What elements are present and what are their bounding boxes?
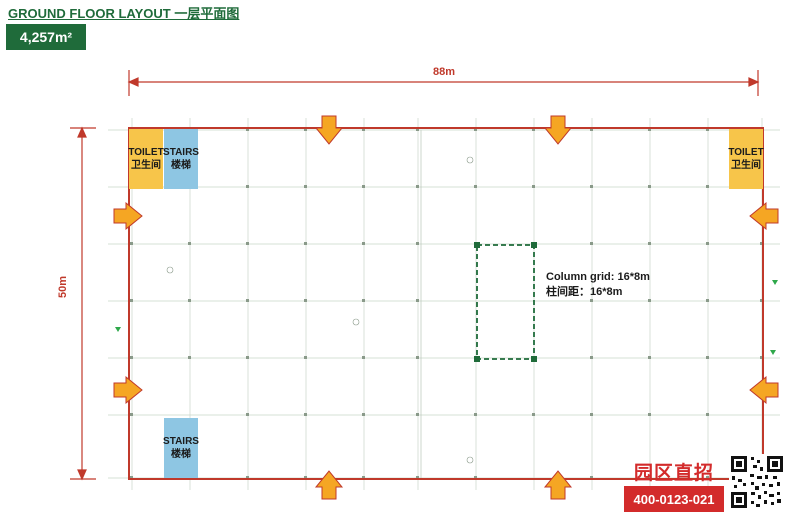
dimension-width-line [127,70,760,96]
entrance-arrow-icon [749,202,779,230]
entrance-arrow-icon [315,470,343,500]
width-dimension-label: 88m [433,66,456,78]
brand-name: 园区直招 [633,463,714,484]
brand-box: 园区直招 400-0123-021 [624,456,724,514]
height-dimension-label: 50m [57,275,69,298]
column-grid-highlight [474,242,537,362]
toilet-left: TOILET 卫生间 [128,129,164,189]
stairs-bottom-label-zh: 楼梯 [171,449,191,460]
toilet-left-label-en: TOILET [128,147,164,158]
column-dots [130,128,763,479]
column-grid-label-zh: 柱间距：16*8m [546,286,623,298]
area-badge: 4,257m² [6,24,86,50]
page-title: GROUND FLOOR LAYOUT 一层平面图 [8,6,240,21]
qr-code-icon [729,454,785,510]
toilet-right-label-en: TOILET [728,147,764,158]
green-markers [115,280,778,355]
toilet-right-label-zh: 卫生间 [731,160,761,171]
stairs-top: STAIRS 楼梯 [163,129,199,189]
entrance-arrow-icon [113,202,143,230]
entrance-arrow-icon [315,115,343,145]
stairs-bottom-label-en: STAIRS [163,436,199,447]
entrance-arrow-icon [544,470,572,500]
stairs-top-label-zh: 楼梯 [171,160,191,171]
toilet-right: TOILET 卫生间 [728,129,764,189]
entrance-arrow-icon [544,115,572,145]
stairs-top-label-en: STAIRS [163,147,199,158]
toilet-left-label-zh: 卫生间 [131,160,161,171]
grid-lines [108,118,780,490]
column-grid-annotation: Column grid: 16*8m 柱间距：16*8m [546,270,650,300]
dimension-height-line [70,126,96,481]
fixtures [166,156,474,464]
column-grid-label-en: Column grid: 16*8m [546,271,650,283]
brand-phone[interactable]: 400-0123-021 [624,486,724,512]
building-outline [128,127,764,480]
entrance-arrow-icon [113,376,143,404]
entrance-arrow-icon [749,376,779,404]
stairs-bottom: STAIRS 楼梯 [163,418,199,478]
